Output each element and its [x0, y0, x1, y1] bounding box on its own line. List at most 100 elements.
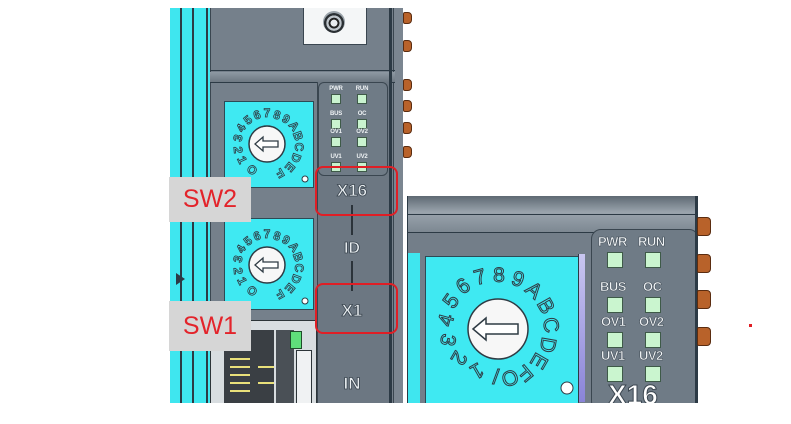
housing-edge: [695, 196, 698, 403]
housing-seam: [408, 214, 698, 215]
svg-text:2: 2: [446, 347, 472, 369]
callout-x1: [315, 283, 398, 334]
rotary-switch-sw2[interactable]: O 1 2 3 4 5 6 7 8 9 A B C D E F: [224, 101, 314, 188]
svg-text:3: 3: [435, 332, 460, 348]
svg-text:D: D: [535, 335, 560, 354]
svg-text:3: 3: [231, 254, 246, 263]
rj45-port: [276, 330, 294, 403]
led-label-oc: OC: [643, 279, 662, 295]
rotary-dial-icon: / 1 2 3 4 5 6 7 8 9 A B C D E F O: [433, 264, 574, 395]
svg-text:C: C: [292, 143, 306, 152]
led-bus: [331, 119, 341, 129]
terminal-pin: [403, 122, 412, 134]
rj45-pin: [230, 366, 250, 368]
terminal-pin: [697, 290, 711, 309]
connector-line: [351, 205, 353, 235]
svg-text:8: 8: [272, 107, 282, 122]
led-label-uv1: UV1: [601, 348, 626, 364]
rotary-dial-icon: O 1 2 3 4 5 6 7 8 9 A B C D E F: [230, 106, 309, 183]
svg-text:2: 2: [231, 267, 246, 275]
led-label-ov2: OV2: [356, 129, 368, 135]
terminal-pin: [403, 100, 412, 112]
svg-text:3: 3: [231, 133, 246, 142]
led-uv1: [607, 366, 623, 382]
screw-icon: [323, 11, 345, 33]
link-led: [290, 331, 302, 349]
led-label-ov1: OV1: [601, 314, 626, 330]
svg-text:4: 4: [434, 311, 459, 329]
led-ov2: [645, 332, 661, 348]
led-label-pwr: PWR: [598, 234, 628, 250]
led-label-run: RUN: [638, 234, 666, 250]
svg-text:7: 7: [472, 265, 489, 290]
housing-ridge: [210, 72, 395, 82]
sw2-label: SW2: [169, 177, 251, 222]
svg-text:7: 7: [264, 227, 271, 241]
rj45-pin: [230, 390, 250, 392]
housing-seam: [210, 82, 395, 83]
svg-text:2: 2: [231, 146, 246, 154]
svg-text:1: 1: [234, 154, 250, 166]
terminal-pin: [403, 40, 412, 52]
module-overview: PWR RUN BUS OC OV1 OV2 UV1 UV2 X16 ID X1…: [170, 8, 403, 403]
callout-x16: [315, 166, 398, 216]
terminal-pin: [403, 12, 412, 24]
rj45-latch: [296, 350, 312, 403]
led-panel: [318, 82, 388, 176]
led-label-pwr: PWR: [329, 86, 343, 92]
cyan-rail: [408, 253, 420, 403]
led-ov1: [331, 137, 341, 147]
svg-text:8: 8: [272, 228, 282, 243]
led-run: [645, 252, 661, 268]
led-label-run: RUN: [355, 86, 369, 92]
rj45-pin: [230, 374, 250, 376]
terminal-pin: [697, 217, 711, 236]
svg-text:8: 8: [493, 264, 505, 287]
svg-text:O: O: [244, 283, 260, 300]
svg-text:/: /: [492, 364, 500, 387]
terminal-pin: [403, 146, 412, 158]
svg-text:6: 6: [452, 274, 475, 300]
led-run: [357, 94, 367, 104]
led-pwr: [331, 94, 341, 104]
svg-text:6: 6: [251, 228, 262, 244]
led-ov1: [607, 332, 623, 348]
connector-label-x1: X1: [341, 301, 363, 321]
led-label-uv2: UV2: [639, 348, 664, 364]
led-label-bus: BUS: [600, 279, 627, 295]
svg-text:C: C: [538, 316, 563, 335]
connector-label-in: IN: [343, 374, 361, 394]
svg-text:7: 7: [264, 106, 271, 120]
led-pwr: [607, 252, 623, 268]
led-label-oc: OC: [357, 111, 367, 117]
switch-rail: [578, 254, 585, 402]
led-oc: [357, 119, 367, 129]
rj45-pin: [230, 358, 250, 360]
rj45-pin: [258, 382, 274, 384]
sw1-label: SW1: [169, 301, 251, 351]
led-uv2: [645, 366, 661, 382]
housing-edge: [389, 8, 392, 403]
led-label-ov1: OV1: [330, 129, 342, 135]
terminal-pin: [697, 327, 711, 346]
rj45-pin: [230, 382, 250, 384]
rj45-pin: [258, 366, 274, 368]
terminal-pin: [403, 79, 412, 91]
housing-seam: [210, 70, 395, 71]
connector-label-x16: X16: [336, 181, 368, 201]
terminal-pin: [697, 254, 711, 273]
module-detail-zoom: / 1 2 3 4 5 6 7 8 9 A B C D E F O PWR: [407, 196, 698, 403]
led-ov2: [357, 137, 367, 147]
arrow-marker-icon: [176, 273, 185, 285]
rotary-switch-sw1[interactable]: O 1 2 3 4 5 6 7 8 9 A B C D E F: [224, 218, 314, 310]
connector-line: [351, 261, 353, 291]
stray-mark: [749, 324, 752, 327]
svg-text:9: 9: [508, 267, 527, 293]
led-label-ov2: OV2: [639, 314, 664, 330]
connector-label-x16: X16: [608, 379, 659, 404]
rotary-switch-detail[interactable]: / 1 2 3 4 5 6 7 8 9 A B C D E F O: [425, 256, 579, 403]
led-label-uv1: UV1: [330, 154, 342, 160]
led-oc: [645, 297, 661, 313]
svg-text:1: 1: [234, 275, 250, 287]
connector-label-id: ID: [344, 240, 361, 258]
